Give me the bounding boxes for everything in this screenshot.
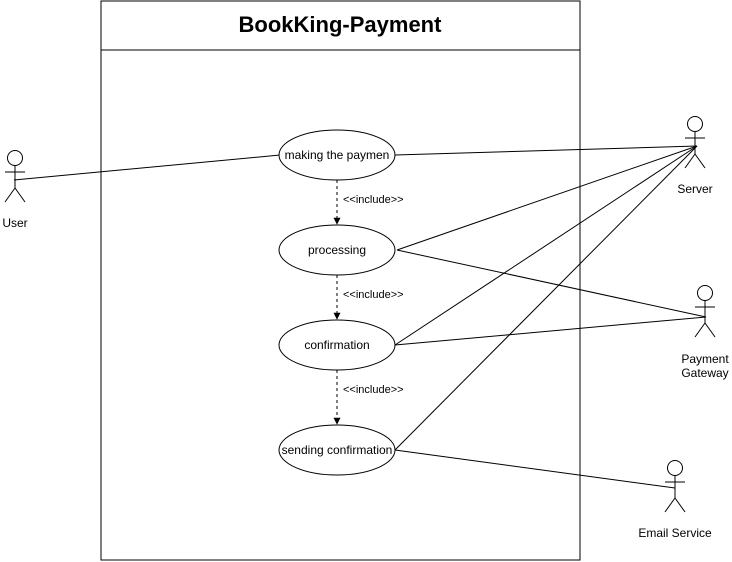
use-case-ellipse[interactable]: [278, 424, 396, 476]
user-stick-figure-icon: [4, 150, 26, 203]
system-boundary: [100, 0, 581, 561]
include-label-2: <<include>>: [343, 289, 404, 301]
actor-label-payment-gateway-line-2: Gateway: [681, 366, 728, 380]
use-case-ellipse[interactable]: [278, 319, 396, 371]
actor-label-user: User: [2, 216, 27, 230]
include-label-1: <<include>>: [343, 194, 404, 206]
association-user-making-payment: [13, 154, 281, 181]
use-case-ellipse[interactable]: [278, 129, 396, 181]
use-case-label: sending confirmation: [282, 443, 393, 457]
associations: [13, 145, 707, 489]
association-processing-server: [396, 145, 698, 251]
association-sending-confirmation-email-service: [394, 449, 676, 489]
use-case-sending-confirmation[interactable]: sending confirmation: [278, 424, 396, 476]
actor-email-service[interactable]: Email Service: [638, 460, 712, 541]
include-label-3: <<include>>: [343, 384, 404, 396]
actor-label-email-service: Email Service: [638, 526, 712, 540]
association-sending-confirmation-server: [394, 145, 698, 451]
use-case-ellipse[interactable]: [278, 224, 396, 276]
association-making-payment-server: [394, 145, 698, 156]
system-title: BookKing-Payment: [239, 12, 443, 37]
association-confirmation-payment-gateway: [394, 316, 707, 346]
actor-label-server: Server: [677, 182, 712, 196]
actor-payment-gateway[interactable]: Payment Gateway: [681, 285, 729, 381]
use-case-processing[interactable]: processing: [278, 224, 396, 276]
payment-gateway-stick-figure-icon: [694, 285, 716, 338]
use-case-label: making the paymen: [285, 148, 390, 162]
actor-label-payment-gateway-line-1: Payment: [681, 352, 729, 366]
use-case-label: processing: [308, 243, 366, 257]
use-case-making-payment[interactable]: making the paymen: [278, 129, 396, 181]
email-service-stick-figure-icon: [664, 460, 686, 513]
use-case-confirmation[interactable]: confirmation: [278, 319, 396, 371]
actor-server[interactable]: Server: [677, 116, 713, 197]
association-processing-payment-gateway: [396, 249, 707, 318]
association-confirmation-server: [394, 145, 698, 346]
include-relations: <<include>> <<include>> <<include>>: [333, 180, 404, 425]
actor-user[interactable]: User: [2, 150, 28, 231]
server-stick-figure-icon: [684, 116, 706, 169]
use-case-label: confirmation: [304, 338, 369, 352]
